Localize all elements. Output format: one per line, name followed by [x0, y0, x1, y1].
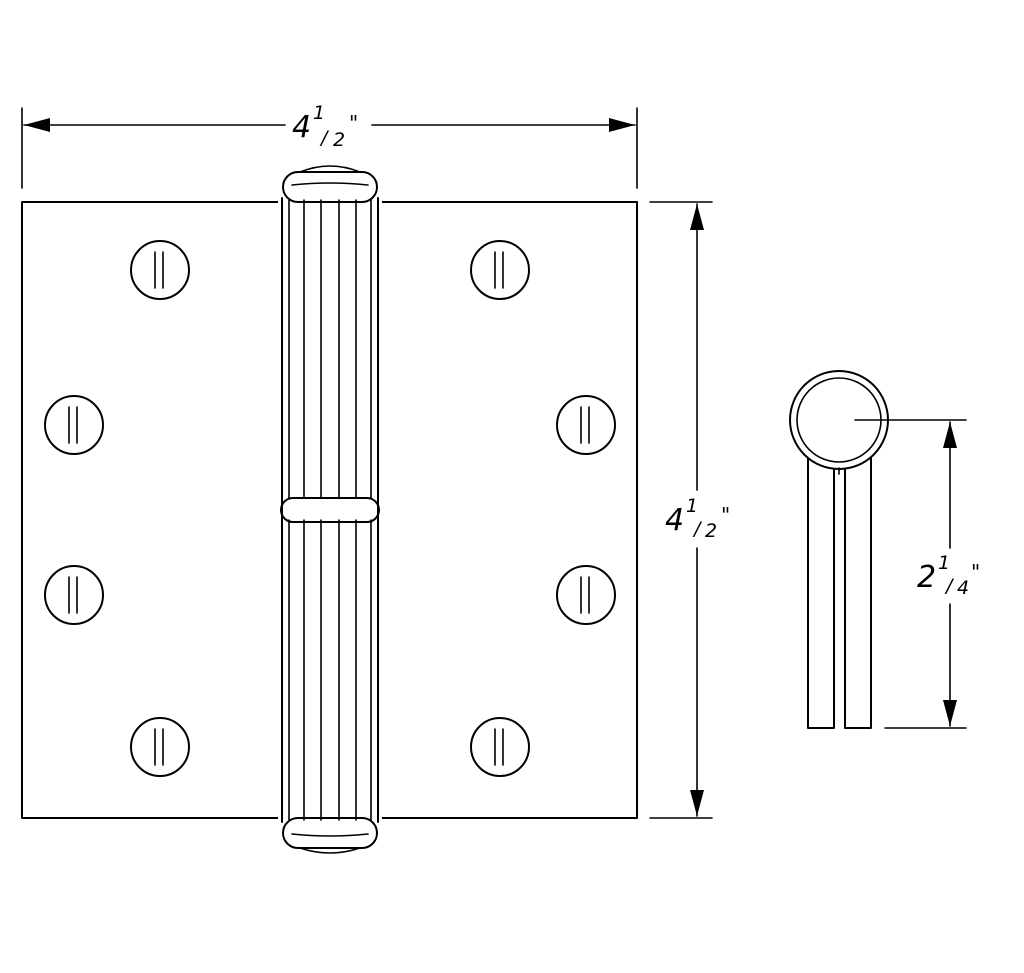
hinge-side-view	[789, 370, 889, 729]
screw-hole	[470, 240, 530, 300]
hinge-knuckle	[278, 194, 382, 826]
screw-hole	[44, 395, 104, 455]
screw-hole	[556, 395, 616, 455]
screw-hole	[44, 565, 104, 625]
open-height-dimension: 2 1 / 4 "	[854, 419, 980, 729]
height-label: 4 1 / 2 "	[665, 495, 730, 542]
top-finial	[282, 165, 378, 203]
width-dimension: 4 1 / 2 "	[21, 102, 638, 189]
screw-hole	[130, 717, 190, 777]
screw-hole	[130, 240, 190, 300]
width-label: 4 1 / 2 "	[292, 102, 358, 151]
hinge-front-view	[21, 165, 638, 854]
open-height-label: 2 1 / 4 "	[917, 552, 980, 599]
screw-hole	[470, 717, 530, 777]
middle-collar	[280, 497, 380, 523]
screw-hole	[556, 565, 616, 625]
height-dimension: 4 1 / 2 "	[649, 201, 730, 819]
bottom-finial	[282, 817, 378, 854]
